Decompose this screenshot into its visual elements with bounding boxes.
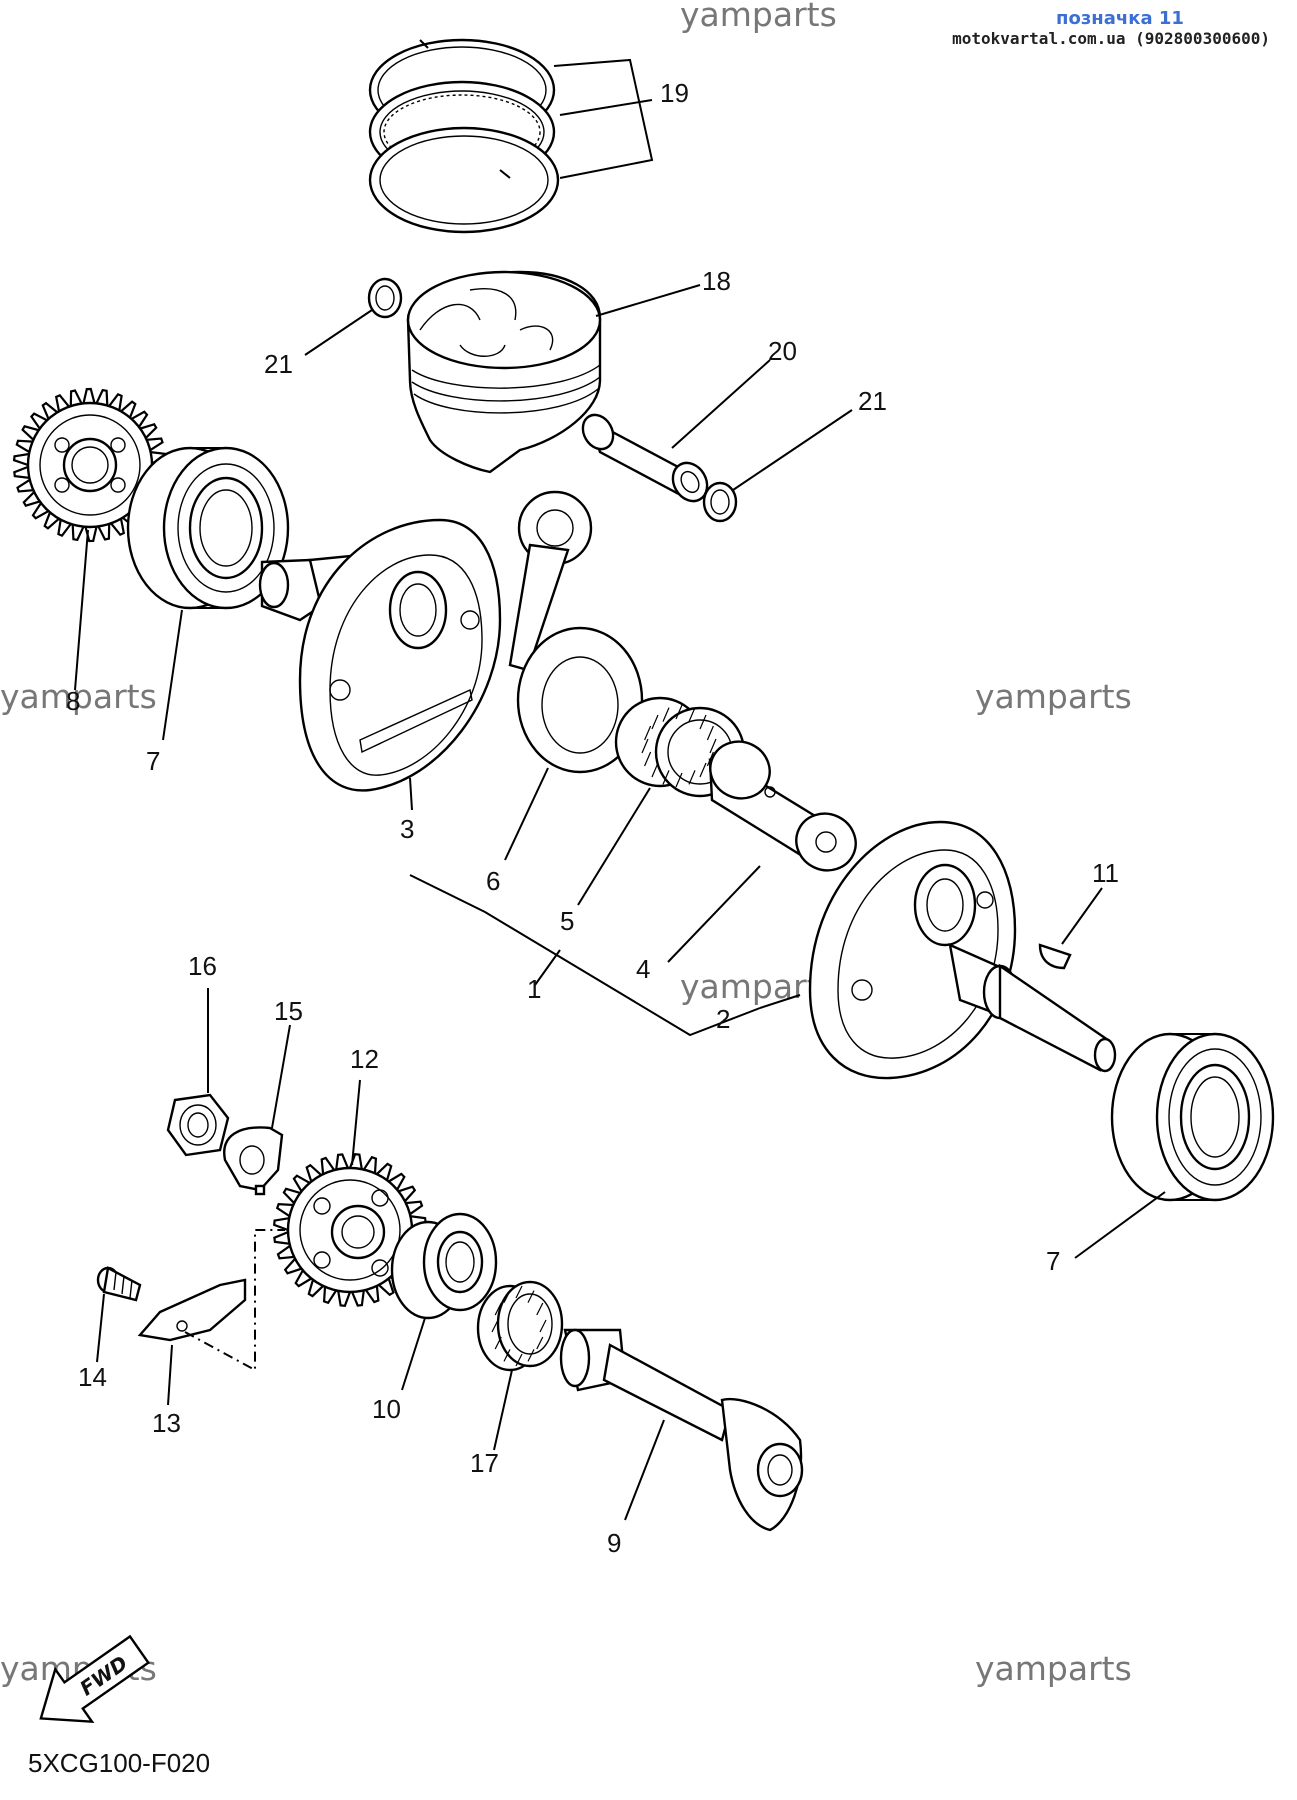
needle-roller	[494, 1302, 502, 1316]
needle-roller	[699, 762, 707, 778]
drive-gear-part-8	[12, 387, 168, 543]
needle-roller	[491, 1319, 499, 1333]
piston-rings-part-19	[368, 38, 560, 234]
needle-roller	[527, 1349, 535, 1362]
part-number-11: 11	[1092, 858, 1119, 888]
part-number-3: 3	[400, 814, 414, 844]
header-site: motokvartal.com.ua (902800300600)	[952, 29, 1270, 48]
balancer-gear-part-12	[273, 1153, 427, 1307]
circlip-part-21-left	[367, 277, 403, 319]
nut-part-16	[166, 1093, 230, 1157]
watermark: yamparts	[680, 0, 837, 34]
bolt-part-14	[96, 1266, 142, 1302]
part-number-6: 6	[486, 866, 500, 896]
part-number-16: 16	[188, 951, 217, 981]
needle-roller	[515, 1353, 523, 1367]
part-number-20: 20	[768, 336, 797, 366]
part-number-7-left: 7	[146, 746, 160, 776]
part-number-10: 10	[372, 1394, 401, 1424]
needle-roller	[539, 1319, 547, 1333]
needle-roller	[675, 704, 683, 720]
part-number-4: 4	[636, 954, 650, 984]
woodruff-key-part-11	[1038, 943, 1072, 970]
part-number-19: 19	[660, 78, 689, 108]
needle-roller	[515, 1285, 523, 1299]
needle-roller	[651, 714, 659, 730]
needle-roller	[644, 751, 652, 767]
crank-web-part-3	[258, 518, 502, 792]
part-number-15: 15	[274, 996, 303, 1026]
connecting-rod-part-6	[508, 490, 644, 774]
lock-washer-part-15	[223, 1126, 284, 1196]
needle-roller	[662, 770, 670, 785]
needle-roller	[699, 714, 707, 730]
needle-roller	[503, 1349, 511, 1362]
needle-roller	[641, 738, 649, 754]
crank-web-part-2	[808, 820, 1117, 1080]
needle-roller	[662, 707, 670, 722]
part-number-17: 17	[470, 1448, 499, 1478]
watermark: yamparts	[0, 677, 157, 716]
part-number-7-right: 7	[1046, 1246, 1060, 1276]
part-number-12: 12	[350, 1044, 379, 1074]
needle-roller	[706, 725, 714, 741]
needle-roller	[688, 770, 696, 785]
part-number-21-right: 21	[858, 386, 887, 416]
part-number-2: 2	[716, 1004, 730, 1034]
needle-roller	[536, 1302, 544, 1316]
plate-part-13	[137, 1278, 247, 1342]
needle-bearing-part-17	[476, 1280, 564, 1372]
piston-part-18	[406, 270, 602, 474]
diagram-code: 5XCG100-F020	[28, 1748, 210, 1778]
part-number-14: 14	[78, 1362, 107, 1392]
needle-roller	[503, 1290, 511, 1303]
watermark: yamparts	[975, 677, 1132, 716]
needle-roller	[527, 1290, 535, 1303]
crank-bearing-part-7-left	[126, 446, 290, 610]
needle-roller	[651, 762, 659, 778]
needle-roller	[536, 1336, 544, 1350]
needle-roller	[688, 707, 696, 722]
needle-roller	[644, 725, 652, 741]
watermark: yamparts	[975, 1649, 1132, 1688]
part-number-13: 13	[152, 1408, 181, 1438]
part-number-1: 1	[527, 974, 541, 1004]
piston-pin-part-20	[581, 413, 709, 503]
needle-roller	[494, 1336, 502, 1350]
needle-roller	[675, 772, 683, 788]
bearing-part-10	[390, 1212, 498, 1320]
part-number-5: 5	[560, 906, 574, 936]
crank-pin-part-4	[708, 740, 857, 872]
part-number-18: 18	[702, 266, 731, 296]
needle-roller	[709, 738, 717, 754]
circlip-part-21-right	[702, 481, 738, 523]
crank-bearing-part-7-right	[1110, 1032, 1275, 1202]
header-label: позначка 11	[1056, 8, 1184, 29]
balancer-shaft-part-9	[559, 1328, 804, 1532]
part-number-9: 9	[607, 1528, 621, 1558]
part-number-8: 8	[66, 686, 80, 716]
part-number-21-left: 21	[264, 349, 293, 379]
